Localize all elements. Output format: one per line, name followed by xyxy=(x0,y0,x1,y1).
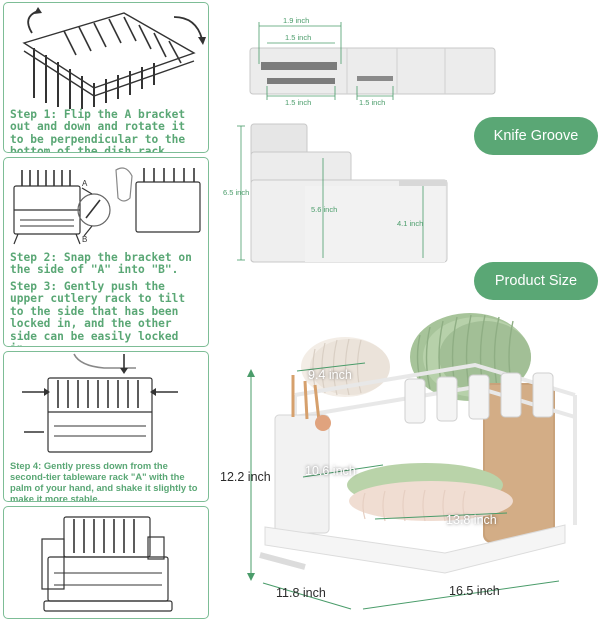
dim-slot-inner: 1.5 inch xyxy=(285,33,311,42)
utensils xyxy=(291,375,321,422)
step-2-3-panel: A B Step 2: Snap the bracket on the side… xyxy=(3,157,209,347)
product-size-badge: Product Size xyxy=(474,262,598,300)
dim-height-outer: 6.5 inch xyxy=(223,188,249,197)
slot-2 xyxy=(267,78,335,84)
dim-upper-width: 9.4 inch xyxy=(308,368,352,382)
dim-depth: 11.8 inch xyxy=(276,586,326,600)
snap-bracket-illustration: A B xyxy=(13,167,201,245)
dim-slot-bottom-left: 1.5 inch xyxy=(285,98,311,107)
step-1-panel: Step 1: Flip the A bracket out and down … xyxy=(3,2,209,153)
dim-lower-width: 13.8 inch xyxy=(446,513,497,527)
knife-groove-top-view xyxy=(249,47,496,95)
knife-groove-side-view xyxy=(250,123,448,263)
dim-inner-height: 10.6 inch xyxy=(305,464,356,478)
dim-height-mid: 5.6 inch xyxy=(311,205,337,214)
label-b: B xyxy=(82,235,87,244)
slot-3 xyxy=(357,76,393,81)
label-a: A xyxy=(82,179,88,188)
lower-bowls xyxy=(347,463,513,522)
knife-groove-diagram: 1.9 inch 1.5 inch 1.5 inch 1.5 inch 6.5 … xyxy=(223,16,496,263)
dim-slot-bottom-right: 1.5 inch xyxy=(359,98,385,107)
drain-tray xyxy=(264,524,566,574)
dim-height: 12.2 inch xyxy=(220,470,271,484)
knife-groove-badge: Knife Groove xyxy=(474,117,598,155)
step-3-text: Step 3: Gently push the upper cutlery ra… xyxy=(10,280,186,346)
flip-bracket-illustration xyxy=(22,7,206,109)
step-1-text: Step 1: Flip the A bracket out and down … xyxy=(10,108,186,153)
step-2-text: Step 2: Snap the bracket on the side of … xyxy=(10,251,192,277)
dim-top-width: 1.9 inch xyxy=(283,16,309,25)
assembled-rack-panel xyxy=(3,506,209,619)
dish-rack-product-illustration xyxy=(247,313,577,610)
step-4-panel: Step 4: Gently press down from the secon… xyxy=(3,351,209,502)
slot-1 xyxy=(261,62,337,70)
dim-length: 16.5 inch xyxy=(449,584,500,598)
dim-height-inner: 4.1 inch xyxy=(397,219,423,228)
step-4-text: Step 4: Gently press down from the secon… xyxy=(10,460,198,502)
cups-row xyxy=(404,372,554,424)
press-down-illustration xyxy=(22,353,178,453)
assembled-rack-illustration xyxy=(41,516,173,612)
